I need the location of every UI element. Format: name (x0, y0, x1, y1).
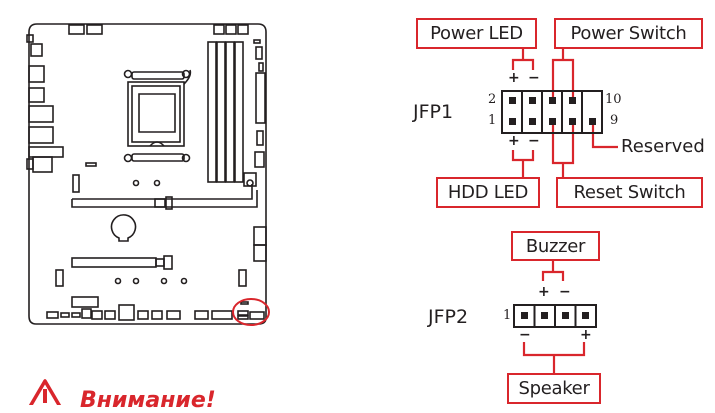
reserved-label: Reserved (621, 136, 705, 157)
jfp1-pin-9-label: 9 (610, 113, 619, 128)
front-panel-header-jfp1 (237, 310, 249, 316)
jfp1-title: JFP1 (413, 101, 454, 123)
power-led-leader (511, 49, 535, 70)
connector (253, 39, 261, 44)
dimm-slot (207, 41, 217, 183)
highlight-circle (232, 298, 270, 326)
buzzer-minus: − (559, 284, 571, 300)
bottom-header (60, 312, 70, 318)
speaker-plus: + (580, 327, 592, 343)
small-header (71, 296, 99, 308)
connector (254, 151, 265, 168)
front-panel-header-jfp2 (237, 315, 249, 320)
warning-text: Внимание! (80, 388, 216, 413)
pin (569, 118, 576, 125)
motherboard-illustration (26, 23, 270, 326)
pin (509, 118, 516, 125)
power-switch-label: Power Switch (554, 18, 703, 49)
reset-switch-label: Reset Switch (556, 177, 703, 208)
bottom-header (166, 310, 181, 320)
cpu-socket (123, 69, 192, 163)
power-led-label: Power LED (416, 18, 537, 49)
dimm-slot (234, 41, 244, 183)
jfp2-pins (521, 312, 589, 319)
bottom-header (46, 311, 59, 319)
pin (521, 312, 528, 319)
pin (529, 97, 536, 104)
small-header (238, 269, 247, 287)
pin (549, 118, 556, 125)
jfp2-header (513, 304, 597, 328)
atx-power-connector (255, 72, 266, 124)
speaker-label: Speaker (507, 373, 601, 404)
connector (255, 46, 263, 60)
pin (589, 118, 596, 125)
hdd-led-minus: − (528, 133, 540, 149)
top-connector (213, 24, 225, 35)
small-header (55, 269, 64, 287)
small-header (72, 174, 80, 193)
bottom-header (91, 310, 103, 320)
speaker-minus: − (519, 327, 531, 343)
speaker-leader (522, 342, 586, 373)
pin (562, 312, 569, 319)
small-header (85, 162, 97, 167)
hdd-led-leader (511, 150, 535, 177)
io-port (30, 43, 43, 57)
top-connector (86, 24, 103, 35)
connector (258, 62, 264, 72)
jfp1-pin-2-label: 2 (488, 92, 497, 107)
hdd-led-plus: + (508, 133, 520, 149)
pin (549, 97, 556, 104)
jfp2-pin-1-label: 1 (503, 308, 512, 323)
connector (253, 244, 267, 262)
jfp1-header (501, 90, 603, 134)
jfp1-pins (509, 97, 596, 125)
bottom-header (104, 310, 116, 320)
io-port (28, 65, 45, 83)
bottom-header (194, 310, 209, 320)
io-port (26, 34, 34, 43)
power-switch-leader (551, 49, 575, 100)
io-port (28, 87, 45, 103)
bottom-header (151, 310, 163, 320)
top-connector (68, 24, 85, 35)
bottom-header (137, 310, 149, 320)
top-connector (225, 24, 237, 35)
io-port (28, 105, 54, 123)
jfp1-pin-10-label: 10 (605, 92, 622, 107)
power-led-minus: − (528, 70, 540, 86)
bottom-header (211, 310, 233, 320)
io-port (28, 126, 54, 144)
pin (541, 312, 548, 319)
dimm-slot (225, 41, 235, 183)
bottom-header (71, 312, 81, 318)
power-led-plus: + (508, 70, 520, 86)
connector (256, 130, 264, 146)
pin (569, 97, 576, 104)
buzzer-plus: + (538, 284, 550, 300)
bottom-header (81, 308, 92, 319)
reserved-leader (591, 122, 618, 149)
top-connector (237, 24, 249, 35)
pin (529, 118, 536, 125)
dimm-slot (216, 41, 226, 183)
hdd-led-label: HDD LED (436, 177, 540, 208)
pin (509, 97, 516, 104)
reset-switch-leader (551, 122, 575, 177)
warning-triangle-icon (28, 379, 62, 405)
bottom-header (118, 304, 135, 321)
buzzer-label: Buzzer (511, 231, 600, 261)
jfp1-pin-1-label: 1 (488, 113, 497, 128)
io-port (32, 156, 53, 173)
pin (582, 312, 589, 319)
bottom-header (249, 311, 265, 320)
jfp2-title: JFP2 (428, 306, 469, 328)
cmos-battery (110, 214, 137, 242)
buzzer-leader (541, 261, 565, 281)
